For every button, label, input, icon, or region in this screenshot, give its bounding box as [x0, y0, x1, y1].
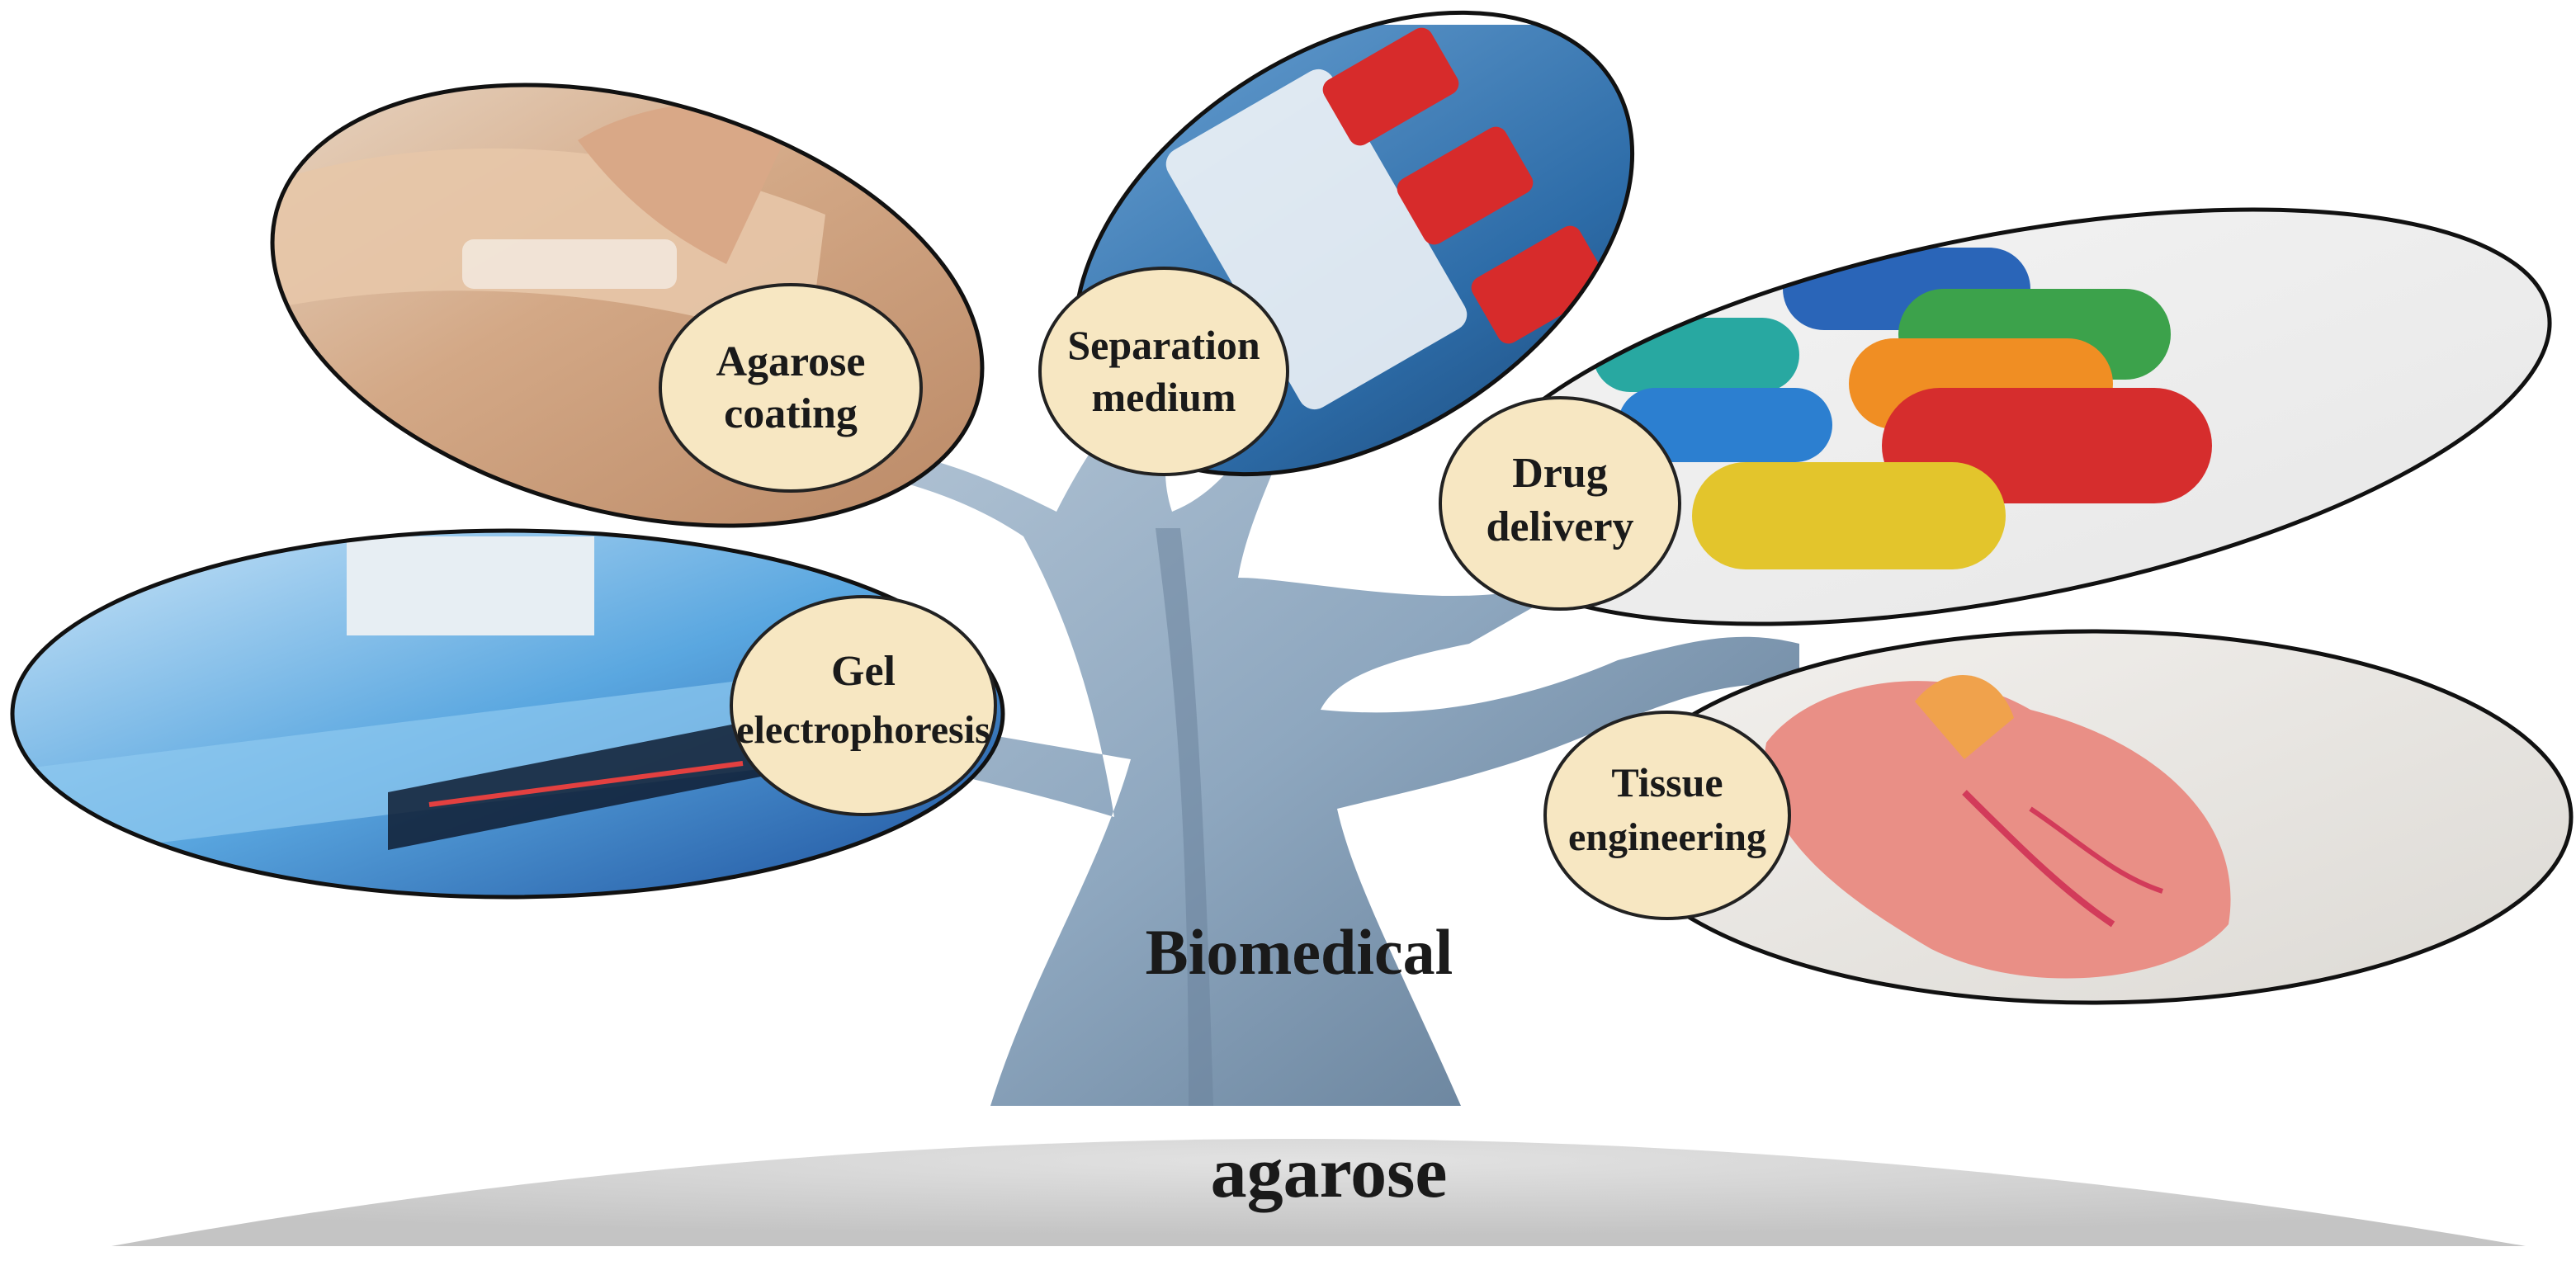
label-separation-medium: Separation medium — [1038, 267, 1289, 476]
gel-electrophoresis-line2: electrophoresis — [736, 708, 990, 752]
trunk-label: Biomedical — [1146, 916, 1453, 988]
agarose-coating-line2: coating — [724, 390, 858, 437]
base-label: agarose — [1211, 1133, 1448, 1213]
label-agarose-coating: Agarose coating — [659, 283, 923, 493]
tissue-engineering-line2: engineering — [1568, 815, 1766, 859]
label-drug-delivery: Drug delivery — [1439, 396, 1681, 611]
separation-medium-line2: medium — [1092, 374, 1236, 420]
branch-agarose-coating — [231, 74, 1023, 536]
drug-delivery-line2: delivery — [1486, 503, 1633, 550]
label-gel-electrophoresis: Gel electrophoresis — [730, 595, 997, 816]
separation-medium-line1: Separation — [1067, 322, 1260, 368]
gel-electrophoresis-line1: Gel — [831, 648, 896, 695]
drug-delivery-line1: Drug — [1512, 450, 1608, 497]
ground — [111, 1139, 2526, 1246]
tree — [817, 347, 1799, 1106]
agarose-coating-photo — [231, 74, 1023, 536]
agarose-coating-line1: Agarose — [716, 338, 865, 385]
tissue-engineering-line1: Tissue — [1611, 759, 1723, 805]
label-tissue-engineering: Tissue engineering — [1543, 711, 1791, 920]
